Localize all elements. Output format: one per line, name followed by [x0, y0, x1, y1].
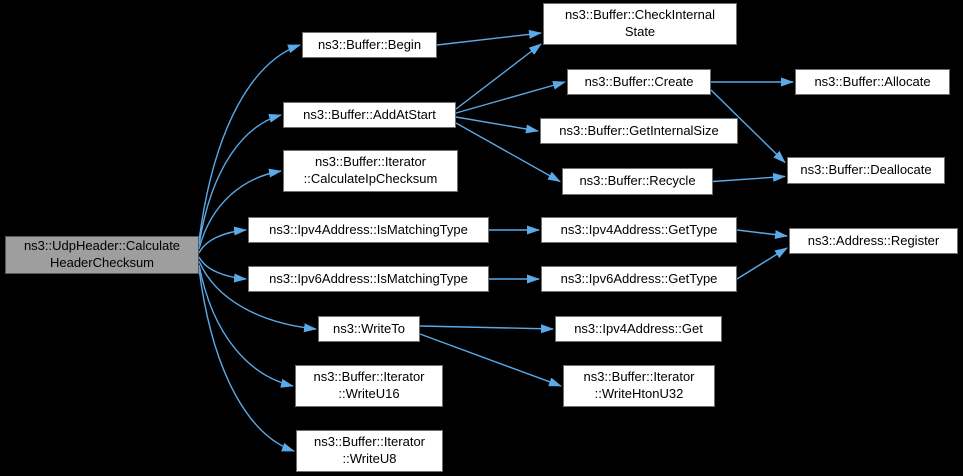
node-label: ns3::Buffer::Iterator ::WriteHtonU32	[583, 369, 695, 401]
node-buffer-iterator-writehtonu32[interactable]: ns3::Buffer::Iterator ::WriteHtonU32	[563, 365, 715, 407]
node-label: ns3::Buffer::Create	[584, 73, 694, 89]
node-label: ns3::Ipv6Address::GetType	[560, 270, 718, 286]
node-label: ns3::UdpHeader::Calculate HeaderChecksum	[23, 238, 181, 270]
node-label: ns3::Address::Register	[807, 232, 940, 248]
edge-recycle-deallocate	[712, 172, 786, 183]
node-ipv6address-gettype[interactable]: ns3::Ipv6Address::GetType	[541, 266, 737, 292]
edge-main-writeU8	[198, 268, 295, 452]
edge-main-writeTo	[198, 260, 317, 333]
node-label: ns3::Ipv4Address::GetType	[560, 221, 718, 237]
node-ipv4address-gettype[interactable]: ns3::Ipv4Address::GetType	[541, 217, 737, 243]
node-buffer-begin[interactable]: ns3::Buffer::Begin	[302, 32, 437, 58]
node-label: ns3::Buffer::CheckInternal State	[564, 7, 716, 39]
edge-writeTo-ipv4Get	[419, 324, 554, 334]
edge-main-addAtStart	[198, 113, 282, 246]
edge-main-begin	[198, 44, 301, 242]
node-udpheader-calculate-header-checksum: ns3::UdpHeader::Calculate HeaderChecksum	[5, 236, 199, 274]
node-label: ns3::Buffer::Deallocate	[800, 162, 932, 178]
node-ipv6address-ismatchingtype[interactable]: ns3::Ipv6Address::IsMatchingType	[248, 266, 489, 292]
node-label: ns3::Ipv4Address::Get	[574, 320, 703, 336]
node-label: ns3::Buffer::Allocate	[814, 73, 931, 89]
node-address-register[interactable]: ns3::Address::Register	[789, 228, 958, 254]
edge-begin-checkInternalState	[436, 29, 542, 46]
node-buffer-deallocate[interactable]: ns3::Buffer::Deallocate	[787, 157, 945, 184]
node-label: ns3::Buffer::Iterator ::WriteU16	[313, 369, 425, 401]
node-label: ns3::WriteTo	[332, 320, 405, 336]
node-buffer-getinternalsize[interactable]: ns3::Buffer::GetInternalSize	[540, 118, 738, 144]
edge-ipv6GetType-register	[736, 247, 788, 280]
node-label: ns3::Buffer::Iterator ::WriteU8	[313, 434, 426, 466]
node-label: ns3::Buffer::GetInternalSize	[559, 122, 719, 138]
node-label: ns3::Buffer::Begin	[317, 36, 422, 52]
edge-writeTo-writeHtonU32	[419, 333, 562, 387]
node-buffer-recycle[interactable]: ns3::Buffer::Recycle	[562, 168, 713, 195]
edge-addAtStart-getInternalSize	[455, 116, 539, 134]
edge-create-deallocate	[710, 89, 786, 164]
node-buffer-iterator-calculateipchecksum[interactable]: ns3::Buffer::Iterator ::CalculateIpCheck…	[283, 150, 458, 192]
edge-ipv4GetType-register	[736, 229, 788, 240]
node-buffer-iterator-writeu16[interactable]: ns3::Buffer::Iterator ::WriteU16	[295, 365, 443, 407]
node-label: ns3::Ipv4Address::IsMatchingType	[269, 221, 468, 237]
edge-main-ipv4IsMatchingType	[198, 226, 247, 254]
node-label: ns3::Ipv6Address::IsMatchingType	[269, 270, 468, 286]
node-buffer-checkinternalstate[interactable]: ns3::Buffer::CheckInternal State	[543, 3, 737, 45]
node-label: ns3::Buffer::Iterator ::CalculateIpCheck…	[303, 154, 438, 186]
node-writeto[interactable]: ns3::WriteTo	[318, 316, 420, 342]
edge-addAtStart-recycle	[455, 122, 561, 183]
node-buffer-create[interactable]: ns3::Buffer::Create	[567, 69, 711, 95]
edge-addAtStart-checkInternalState	[455, 43, 542, 110]
node-ipv4address-ismatchingtype[interactable]: ns3::Ipv4Address::IsMatchingType	[248, 217, 489, 243]
node-buffer-iterator-writeu8[interactable]: ns3::Buffer::Iterator ::WriteU8	[296, 430, 443, 472]
node-label: ns3::Buffer::Recycle	[579, 173, 696, 189]
node-label: ns3::Buffer::AddAtStart	[303, 106, 436, 122]
edge-addAtStart-create	[455, 80, 566, 114]
edge-main-calcIpChecksum	[198, 168, 282, 250]
node-ipv4address-get[interactable]: ns3::Ipv4Address::Get	[555, 316, 722, 342]
edge-main-writeU16	[198, 264, 294, 388]
edge-main-ipv6IsMatchingType	[198, 256, 247, 283]
node-buffer-addatstart[interactable]: ns3::Buffer::AddAtStart	[283, 102, 456, 128]
node-buffer-allocate[interactable]: ns3::Buffer::Allocate	[795, 69, 950, 95]
